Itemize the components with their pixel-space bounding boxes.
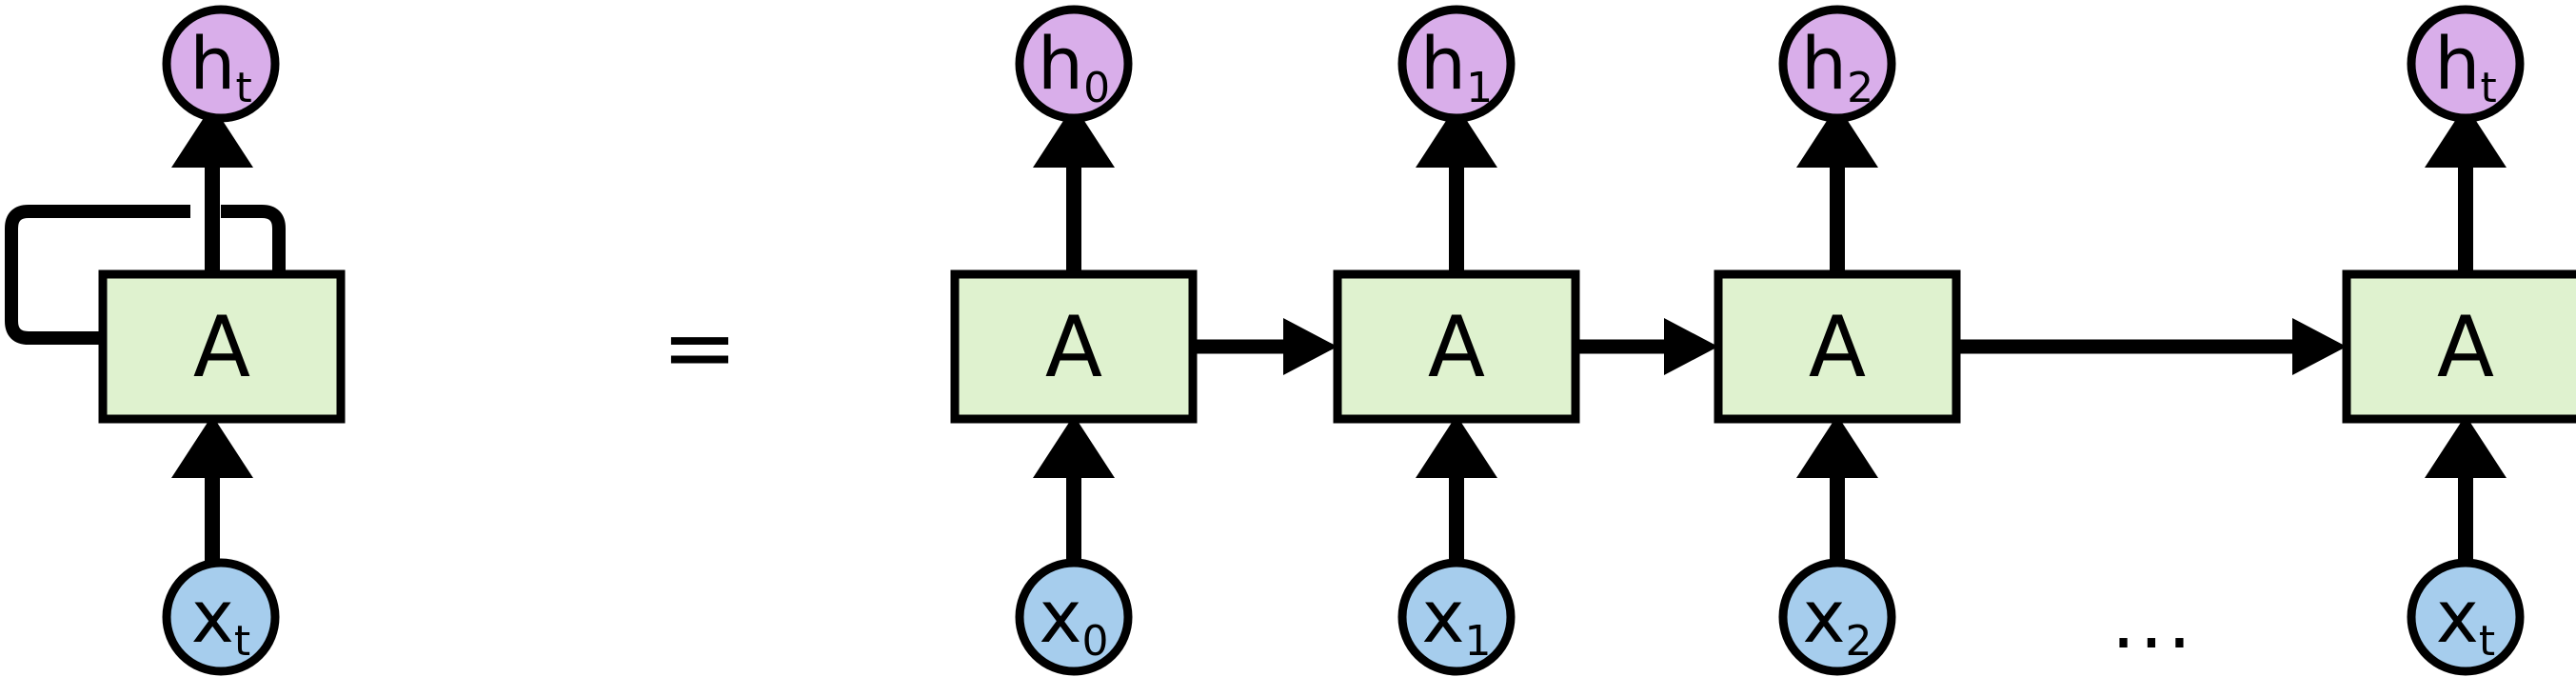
- folded-input-node-label: xt: [191, 574, 250, 666]
- folded-cell-label: A: [193, 298, 250, 396]
- step-t-cell-label: A: [2437, 298, 2494, 396]
- recurrent-loop-left-path: [5, 205, 190, 345]
- step-t-output-node-label: ht: [2434, 21, 2496, 112]
- unrolled-step-1: A h1 x1: [1333, 5, 1580, 676]
- step-1-cell-label: A: [1428, 298, 1485, 396]
- step-t-output-arrowhead: [2425, 105, 2507, 168]
- step-2-output-node-label: h2: [1801, 21, 1873, 112]
- step-2-output-node: [1778, 5, 1896, 123]
- unrolled-rnn: A h0 x0 A h1 x1: [950, 5, 2576, 676]
- step-0-output-node-label: h0: [1038, 21, 1110, 112]
- step-1-input-node-label: x1: [1422, 574, 1492, 666]
- step-2-output-arrowhead: [1796, 105, 1878, 168]
- state-arrow-1-to-2-head: [1664, 318, 1718, 375]
- folded-cell-box: [98, 269, 346, 424]
- step-1-output-node: [1397, 5, 1516, 123]
- ellipsis: ...: [2111, 577, 2195, 666]
- step-2-cell-label: A: [1809, 298, 1866, 396]
- step-0-input-node: [1015, 558, 1133, 676]
- state-arrow-0-to-1-head: [1283, 318, 1338, 375]
- step-0-input-node-label: x0: [1040, 574, 1109, 666]
- step-t-input-node-label: xt: [2436, 574, 2495, 666]
- step-0-input-arrowhead: [1033, 415, 1115, 478]
- step-1-output-node-label: h1: [1420, 21, 1493, 112]
- state-arrow-2-to-t-head: [2292, 318, 2347, 375]
- step-2-input-node-label: x2: [1803, 574, 1873, 666]
- folded-output-node: [162, 5, 280, 123]
- step-0-output-node: [1015, 5, 1133, 123]
- step-1-cell-box: [1333, 269, 1580, 424]
- step-1-input-arrowhead: [1416, 415, 1497, 478]
- step-t-input-node: [2407, 558, 2525, 676]
- step-2-input-node: [1778, 558, 1896, 676]
- step-1-output-arrowhead: [1416, 105, 1497, 168]
- step-t-cell-box: [2342, 269, 2576, 424]
- folded-output-arrowhead: [171, 105, 253, 168]
- step-2-input-arrowhead: [1796, 415, 1878, 478]
- step-t-input-arrowhead: [2425, 415, 2507, 478]
- step-0-cell-label: A: [1045, 298, 1102, 396]
- equals-sign: =: [662, 294, 738, 401]
- state-arrows: [1193, 318, 2347, 375]
- folded-input-arrowhead: [171, 415, 253, 478]
- step-2-cell-box: [1714, 269, 1961, 424]
- step-0-cell-box: [950, 269, 1198, 424]
- folded-rnn: ht xt A: [5, 5, 346, 676]
- unrolled-step-t: A ht xt: [2342, 5, 2576, 676]
- step-t-output-node: [2407, 5, 2525, 123]
- step-0-output-arrowhead: [1033, 105, 1115, 168]
- folded-input-node: [162, 558, 280, 676]
- step-1-input-node: [1397, 558, 1516, 676]
- unrolled-step-2: A h2 x2: [1714, 5, 1961, 676]
- unrolled-step-0: A h0 x0: [950, 5, 1198, 676]
- folded-output-node-label: ht: [189, 21, 251, 112]
